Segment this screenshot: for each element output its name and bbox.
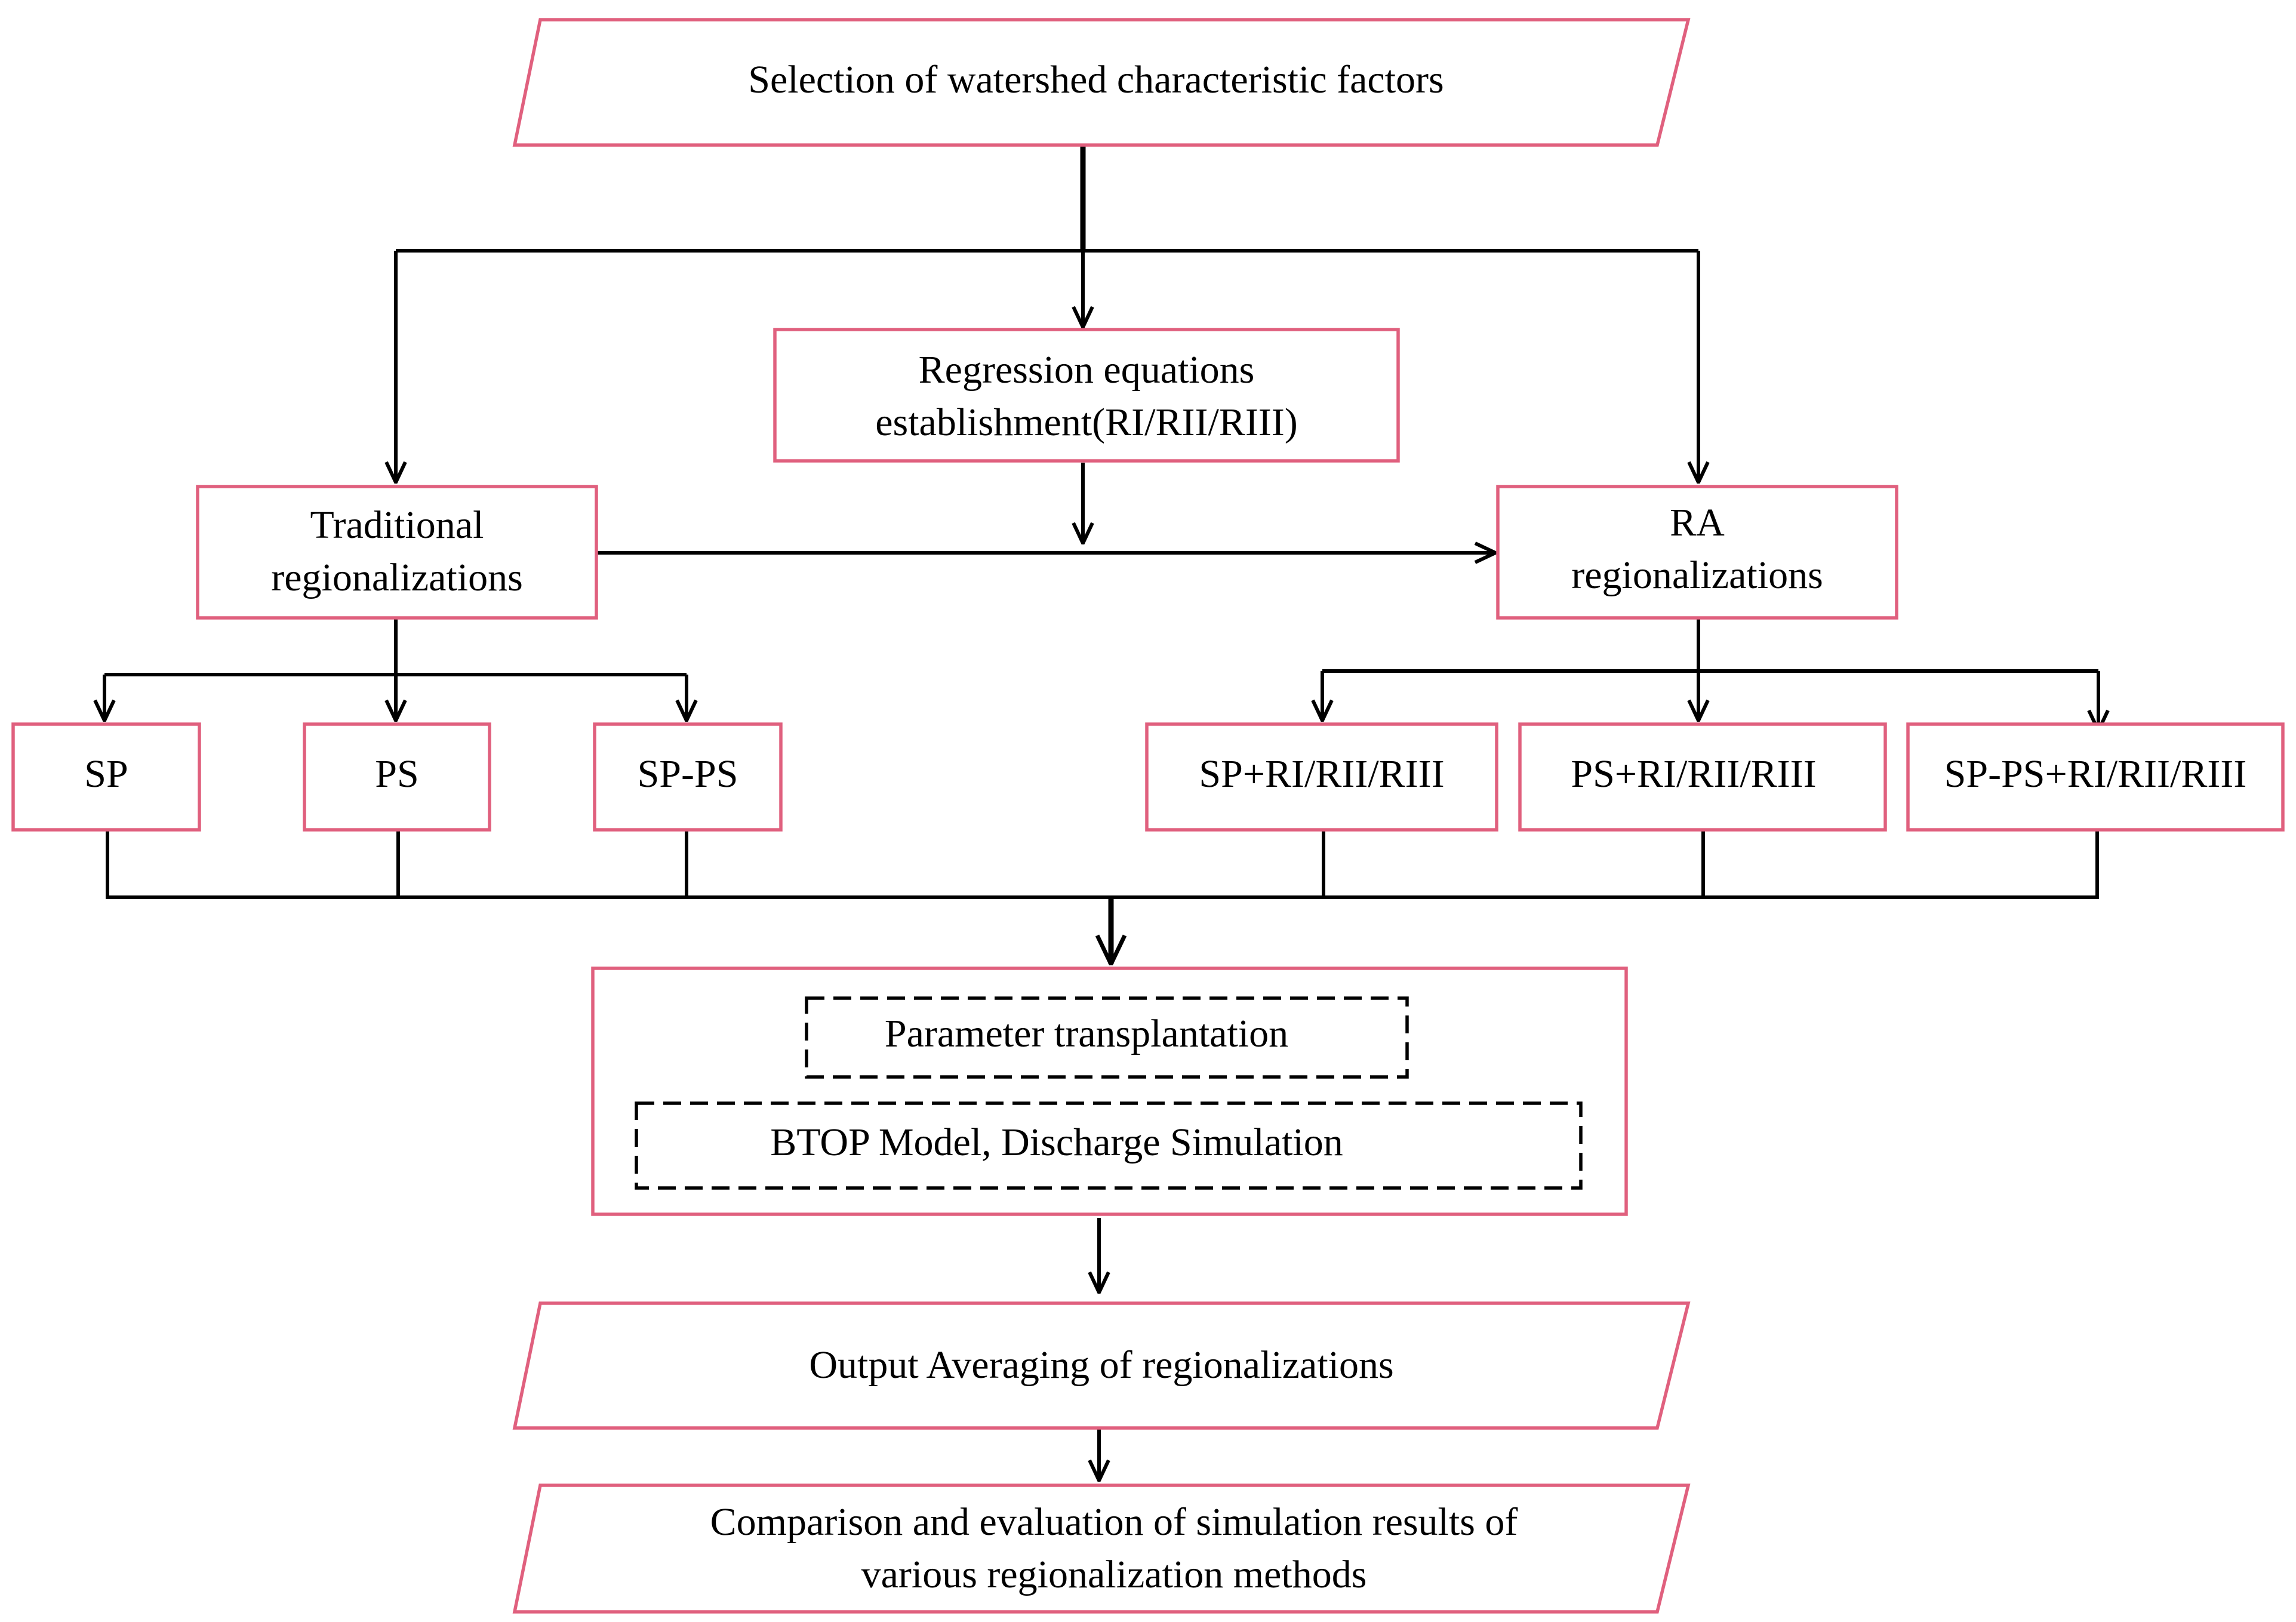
label-line: Comparison and evaluation of simulation … [710, 1500, 1518, 1544]
ra-label: RA regionalizations [1571, 501, 1823, 597]
node-traditional: Traditional regionalizations [196, 485, 598, 620]
sp-ps-r-box [1906, 722, 2285, 832]
node-comparison: Comparison and evaluation of simulation … [512, 1484, 1691, 1614]
ps-r-label: PS+RI/RII/RIII [1571, 752, 1816, 796]
output-avg-parallelogram [512, 1301, 1691, 1430]
comparison-parallelogram [512, 1484, 1691, 1614]
label-line: SP-PS [638, 752, 738, 796]
label-line: Regression equations [919, 348, 1255, 392]
node-regression: Regression equations establishment(RI/RII… [773, 328, 1400, 463]
param-transplant-box [805, 996, 1409, 1079]
selection-label: Selection of watershed characteristic fa… [748, 58, 1444, 101]
node-ra: RA regionalizations [1496, 485, 1898, 620]
label-line: RA [1670, 501, 1725, 544]
node-sp: SP [11, 722, 201, 832]
param-transplant-label: Parameter transplantation [885, 1012, 1288, 1055]
btop-label: BTOP Model, Discharge Simulation [770, 1121, 1343, 1164]
ra-box [1496, 485, 1898, 620]
node-sp-r: SP+RI/RII/RIII [1145, 722, 1498, 832]
label-line: Parameter transplantation [885, 1012, 1288, 1055]
traditional-box [196, 485, 598, 620]
ps-box [303, 722, 491, 832]
comparison-label: Comparison and evaluation of simulation … [710, 1500, 1518, 1596]
ps-label: PS [375, 752, 418, 796]
regression-label: Regression equations establishment(RI/RII… [875, 348, 1298, 444]
sp-label: SP [84, 752, 128, 796]
selection-parallelogram [512, 18, 1691, 147]
traditional-label: Traditional regionalizations [271, 503, 523, 599]
node-selection: Selection of watershed characteristic fa… [512, 18, 1691, 147]
sp-ps-r-label: SP-PS+RI/RII/RIII [1944, 752, 2247, 796]
label-line: regionalizations [1571, 553, 1823, 597]
label-line: PS [375, 752, 418, 796]
regression-box [773, 328, 1400, 463]
sp-ps-label: SP-PS [638, 752, 738, 796]
label-line: Output Averaging of regionalizations [809, 1343, 1393, 1387]
node-output-avg: Output Averaging of regionalizations [512, 1301, 1691, 1430]
label-line: SP [84, 752, 128, 796]
sp-box [11, 722, 201, 832]
node-sp-ps: SP-PS [593, 722, 783, 832]
label-line: establishment(RI/RII/RIII) [875, 401, 1298, 444]
label-line: Selection of watershed characteristic fa… [748, 58, 1444, 101]
connectors [104, 146, 2099, 1481]
sp-r-label: SP+RI/RII/RIII [1199, 752, 1444, 796]
label-line: PS+RI/RII/RIII [1571, 752, 1816, 796]
label-line: SP+RI/RII/RIII [1199, 752, 1444, 796]
node-ps: PS [303, 722, 491, 832]
sp-ps-box [593, 722, 783, 832]
node-simulation-group: Parameter transplantation BTOP Model, Di… [591, 967, 1628, 1216]
node-ps-r: PS+RI/RII/RIII [1518, 722, 1887, 832]
label-line: Traditional [310, 503, 484, 547]
ps-r-box [1518, 722, 1887, 832]
label-line: BTOP Model, Discharge Simulation [770, 1121, 1343, 1164]
node-sp-ps-r: SP-PS+RI/RII/RIII [1906, 722, 2285, 832]
btop-box [635, 1101, 1583, 1190]
label-line: regionalizations [271, 556, 523, 599]
label-line: SP-PS+RI/RII/RIII [1944, 752, 2247, 796]
sp-r-box [1145, 722, 1498, 832]
output-avg-label: Output Averaging of regionalizations [809, 1343, 1393, 1387]
label-line: various regionalization methods [861, 1553, 1367, 1596]
